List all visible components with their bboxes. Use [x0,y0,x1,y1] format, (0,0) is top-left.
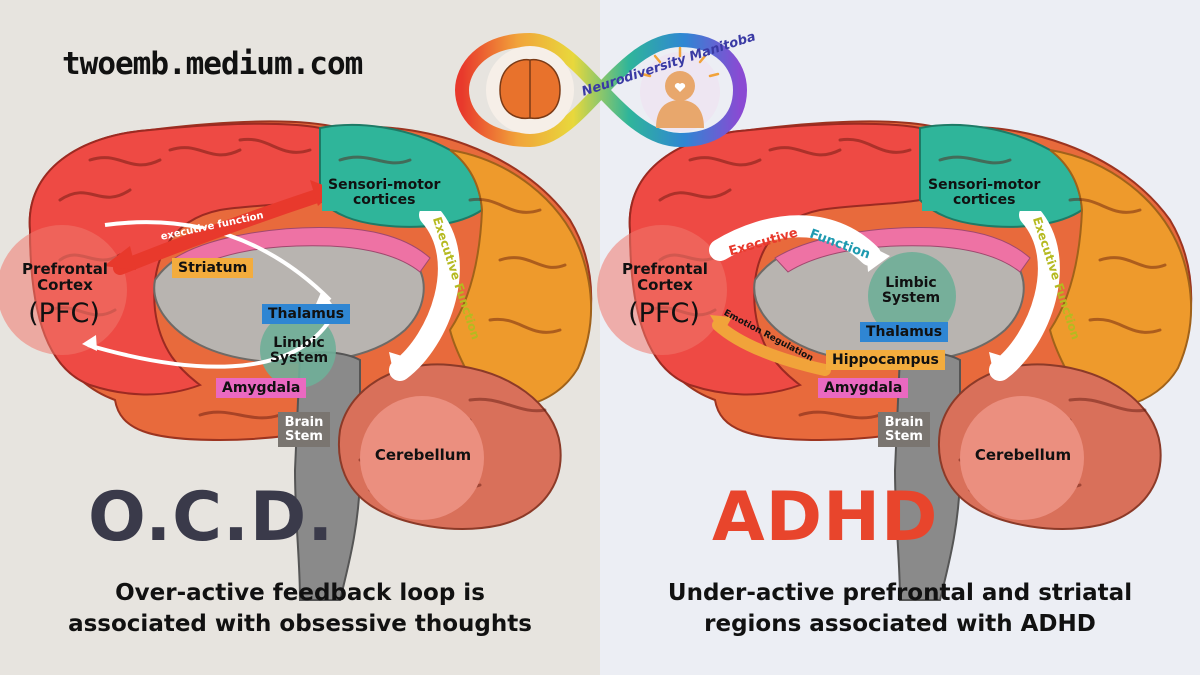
left-limbic-label: Limbic System [268,336,330,365]
left-sensori-box: Sensori-motor cortices [322,176,447,211]
pfc-line1: Prefrontal [22,260,108,278]
right-cerebellum-label: Cerebellum [974,446,1072,464]
emotion-arrow [712,319,831,376]
right-limbic-label: Limbic System [880,276,942,305]
adhd-caption-line1: Under-active prefrontal and striatal [667,580,1133,606]
adhd-caption: Under-active prefrontal and striatal reg… [600,578,1200,640]
sun-rays-icon [640,46,720,78]
pfc-line2: Cortex [37,275,93,294]
ocd-brain [0,119,593,602]
loop-arrowhead-bottom [82,335,97,351]
brainstem-line2: Stem [285,428,323,444]
limbic-circle [868,252,956,340]
left-pfc-label: Prefrontal Cortex [10,260,120,294]
site-url[interactable]: twoemb.medium.com [62,46,363,82]
person-body-icon [656,100,704,128]
left-brainstem-box: Brain Stem [278,412,330,448]
brainstem-line1: Brain [884,415,924,430]
infinity-loop-icon [454,32,748,148]
emotion-arrowhead [710,315,732,335]
adhd-brain [597,119,1193,602]
right-thalamus-box: Thalamus [860,322,949,342]
left-striatum-box: Striatum [172,258,254,278]
exec-function-arrow [709,215,881,266]
sensori-line2: cortices [952,192,1016,209]
limbic-line2: System [881,289,941,306]
sensori-line1: Sensori-motor [928,177,1041,193]
left-pfc-abbr: (PFC) [28,298,100,329]
exec-arrowhead-left [104,246,136,270]
pfc-line2: Cortex [637,275,693,294]
left-cerebellum-label: Cerebellum [374,446,472,464]
adhd-title: ADHD [712,478,939,557]
right-pfc-label: Prefrontal Cortex [610,260,720,294]
pfc-line1: Prefrontal [622,260,708,278]
left-thalamus-box: Thalamus [262,304,351,324]
loop-arrow-bottom [87,318,332,369]
ocd-caption-line1: Over-active feedback loop is [115,580,485,606]
pfc-circle [597,225,727,355]
sensori-line1: Sensori-motor [328,177,441,193]
exec-curve-arrowhead [989,352,1015,380]
pfc-circle [0,225,127,355]
ocd-caption: Over-active feedback loop is associated … [0,578,600,640]
ocd-title: O.C.D. [88,478,335,557]
ocd-caption-line2: associated with obsessive thoughts [68,611,532,638]
exec-arrowhead [866,244,890,272]
left-amygdala-box: Amygdala [216,378,307,398]
right-sensori-box: Sensori-motor cortices [922,176,1047,211]
right-hippocampus-box: Hippocampus [826,350,945,370]
limbic-line2: System [269,349,329,366]
sensori-line2: cortices [352,192,416,209]
brainstem-line2: Stem [885,428,923,444]
right-pfc-abbr: (PFC) [628,298,700,329]
exec-function-arrow [113,188,327,275]
exec-curve-arrow [989,204,1060,381]
limbic-line1: Limbic [273,335,325,351]
right-brainstem-box: Brain Stem [878,412,930,448]
adhd-caption-line2: regions associated with ADHD [704,611,1096,638]
limbic-line1: Limbic [885,275,937,291]
right-amygdala-box: Amygdala [818,378,909,398]
exec-curve-arrow [389,204,460,381]
loop-arrowhead-top [316,290,332,304]
brainstem-line1: Brain [284,415,324,430]
logo [454,32,748,148]
exec-curve-arrowhead [389,352,415,380]
heart-icon [674,83,686,92]
